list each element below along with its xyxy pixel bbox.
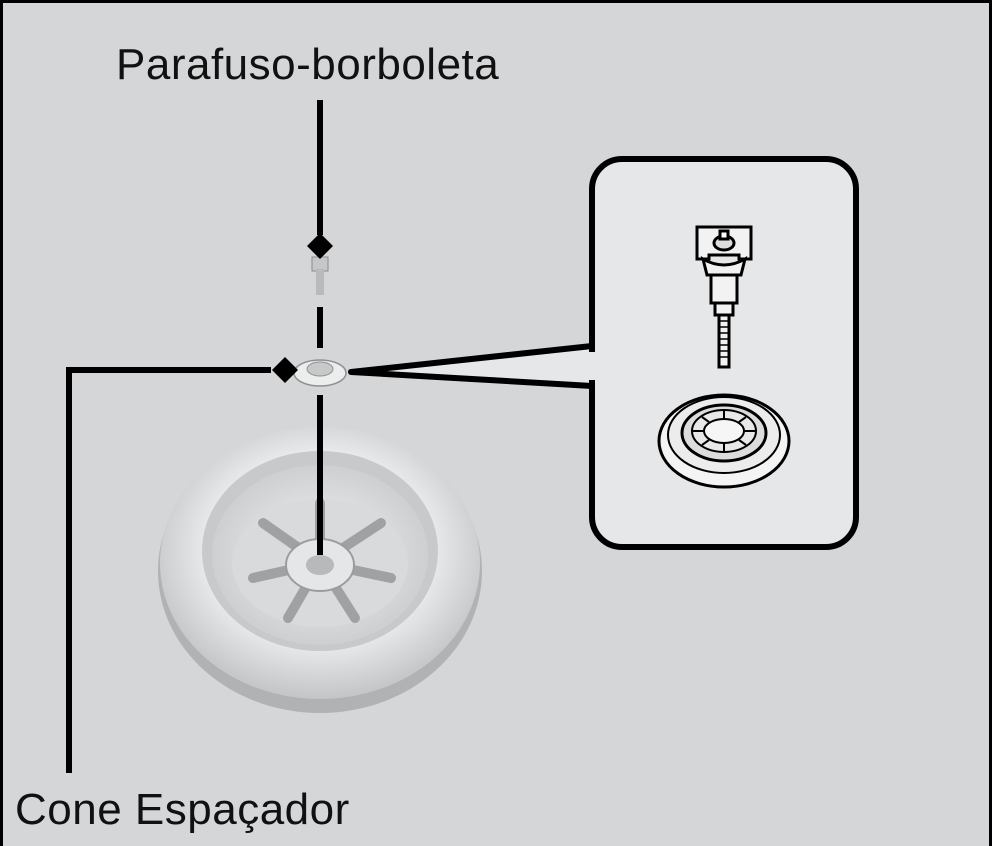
diamond-marker-cone: [272, 357, 298, 383]
leader-spacer-cone: [66, 367, 271, 773]
wing-bolt-small: [311, 256, 329, 295]
leader-lines: [66, 100, 323, 773]
diamond-marker-bolt: [307, 233, 333, 259]
spacer-cone-detail: [657, 393, 791, 489]
wing-bolt-detail: [695, 225, 753, 369]
wing-bolt-label: Parafuso-borboleta: [116, 40, 500, 89]
spacer-cone-small: [293, 359, 347, 387]
spare-tire-diagram: [66, 100, 859, 773]
spacer-cone-label: Cone Espaçador: [15, 785, 350, 834]
